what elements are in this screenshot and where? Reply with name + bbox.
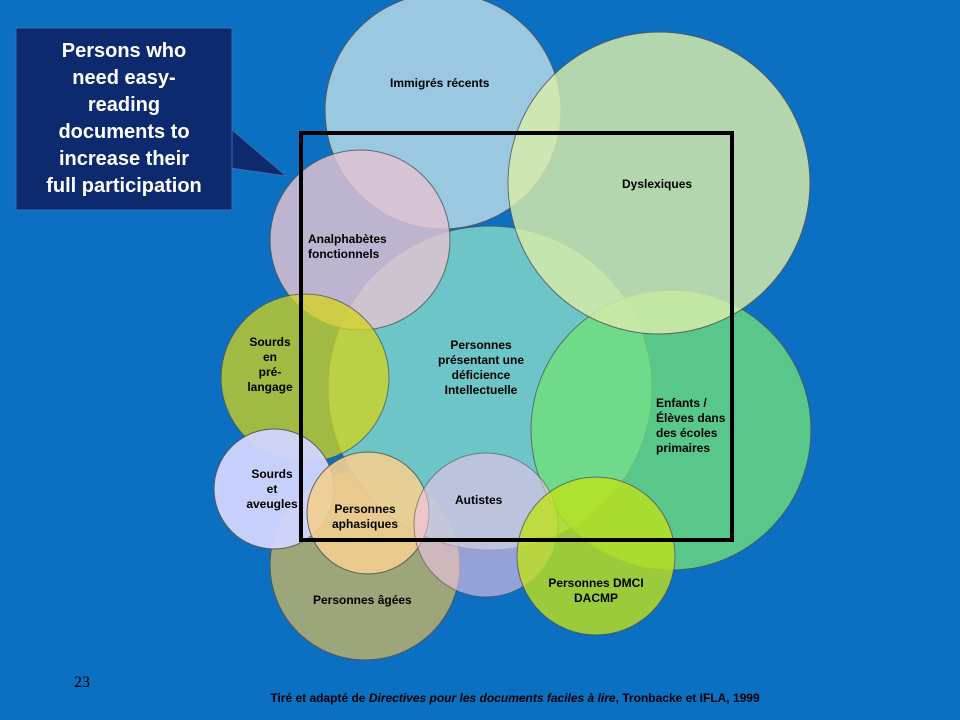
label-line: pré- [258, 365, 282, 379]
label-aphasiques: Personnes aphasiques [326, 502, 404, 532]
page-number: 23 [74, 674, 90, 691]
label-sourds-prelangage: Sourds en pré- langage [240, 335, 300, 395]
source-citation: Tiré et adapté de Directives pour les do… [0, 691, 960, 705]
source-title: Directives pour les documents faciles à … [368, 691, 616, 705]
label-line: langage [247, 380, 293, 394]
frame-square [299, 131, 734, 542]
label-line: aphasiques [331, 517, 399, 531]
label-line: aveugles [246, 497, 298, 511]
label-dyslexiques: Dyslexiques [622, 177, 693, 191]
label-line: déficience [451, 368, 511, 382]
label-line: présentant une [437, 353, 524, 367]
label-line: fonctionnels [308, 247, 380, 261]
label-line: Intellectuelle [444, 383, 518, 397]
label-autistes: Autistes [455, 493, 503, 507]
callout-line: full participation [46, 175, 202, 197]
callout-line: documents to [58, 121, 190, 143]
label-line: Élèves dans [656, 411, 726, 425]
label-line: Enfants / [656, 396, 707, 410]
label-line: Analphabètes [308, 232, 387, 246]
label-line: en [262, 350, 277, 364]
label-line: Sourds [249, 335, 291, 349]
circle-dyslexiques [507, 31, 811, 335]
label-agees: Personnes âgées [313, 593, 412, 607]
callout-line: increase their [58, 148, 190, 170]
label-enfants: Enfants / Élèves dans des écoles primair… [656, 396, 725, 456]
label-line: des écoles [656, 426, 718, 440]
label-analphabetes: Analphabètes fonctionnels [308, 232, 387, 262]
callout-line: reading [87, 94, 161, 116]
callout-text: Persons who need easy- reading documents… [16, 28, 232, 210]
label-line: Sourds [251, 467, 293, 481]
callout-box [15, 27, 288, 211]
circle-dmci [516, 476, 676, 636]
source-suffix: , Tronbacke et IFLA, 1999 [615, 691, 760, 705]
label-dmci: Personnes DMCI DACMP [540, 576, 652, 606]
label-line: DACMP [574, 591, 618, 605]
label-line: primaires [656, 441, 711, 455]
label-immigres: Immigrés récents [390, 76, 490, 90]
callout-line: Persons who [61, 40, 187, 62]
label-line: Personnes [334, 502, 396, 516]
label-line: Personnes DMCI [548, 576, 644, 590]
label-sourds-aveugles: Sourds et aveugles [240, 467, 304, 512]
callout-line: need easy- [72, 67, 176, 89]
label-deficience: Personnes présentant une déficience Inte… [426, 338, 536, 398]
label-line: et [266, 482, 278, 496]
source-prefix: Tiré et adapté de [270, 691, 369, 705]
label-line: Personnes [450, 338, 512, 352]
